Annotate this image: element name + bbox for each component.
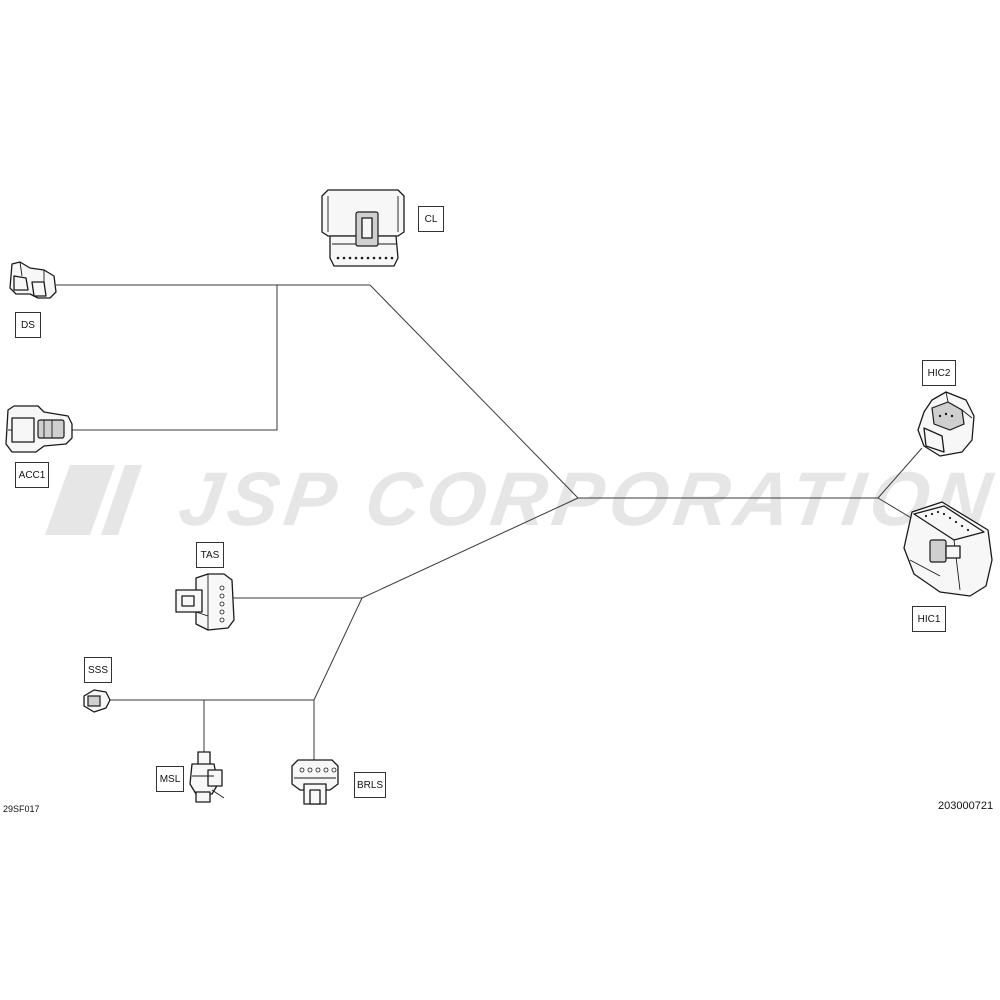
figure-code-left: 29SF017: [3, 804, 40, 814]
label-ds: DS: [15, 312, 41, 338]
wire-lower-trunk: [361, 497, 579, 599]
label-brls: BRLS: [354, 772, 386, 798]
wire-cl-trunk: [369, 284, 579, 499]
hic2-connector-icon: [917, 391, 975, 457]
tas-connector-icon: [175, 573, 235, 631]
figure-code-right: 203000721: [938, 800, 994, 812]
label-hic2: HIC2: [922, 360, 956, 386]
cl-connector-icon: [321, 189, 405, 267]
msl-connector-icon: [189, 751, 225, 803]
brls-connector-icon: [291, 759, 339, 805]
wire-hic2: [877, 447, 923, 499]
label-hic1: HIC1: [912, 606, 946, 632]
label-cl: CL: [418, 206, 444, 232]
wire-harness: [56, 284, 929, 760]
ds-connector-icon: [9, 261, 57, 299]
label-acc1: ACC1: [15, 462, 49, 488]
watermark-logo-icon: [45, 465, 142, 535]
label-sss: SSS: [84, 657, 112, 683]
hic1-connector-icon: [903, 501, 993, 597]
wire-acc1: [72, 285, 278, 431]
acc1-connector-icon: [5, 405, 73, 453]
label-tas: TAS: [196, 542, 224, 568]
label-msl: MSL: [156, 766, 184, 792]
watermark: JSP CORPORATION: [30, 455, 1000, 545]
wire-lower-branch: [313, 597, 363, 701]
sss-connector-icon: [83, 689, 111, 713]
